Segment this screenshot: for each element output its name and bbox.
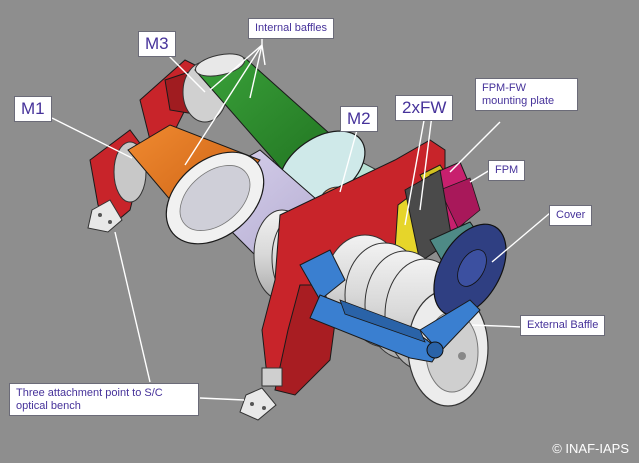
orange-internal-baffle <box>127 124 265 245</box>
external-baffle-label: External Baffle <box>520 315 606 336</box>
callout-lines <box>51 38 551 401</box>
fpm-line <box>469 169 491 183</box>
baffles-line-4 <box>184 44 263 166</box>
m1-label: M1 <box>14 96 52 122</box>
attachment-point-label: Three attachment point to S/C optical be… <box>9 383 199 417</box>
fpm-label: FPM <box>488 160 526 181</box>
cover-label: Cover <box>549 205 593 226</box>
attachment-label-line1: Three attachment point to S/C <box>16 387 163 399</box>
baffles-line-1 <box>209 44 263 91</box>
cover-disc <box>433 223 507 317</box>
fpm-fw-line <box>449 121 501 173</box>
attachment-line-2 <box>199 397 245 401</box>
m2-line <box>339 129 358 193</box>
fw-line-2 <box>419 114 433 211</box>
m2-label: M2 <box>340 106 378 132</box>
baffles-line-2 <box>249 44 263 99</box>
internal-baffles-label: Internal baffles <box>248 18 334 39</box>
m3-label: M3 <box>138 31 176 57</box>
fpm-fw-mounting-plate-label: FPM-FW mounting plate <box>475 78 578 112</box>
two-fw-label: 2xFW <box>395 95 454 121</box>
m1-line <box>51 117 133 159</box>
fw-line-1 <box>404 114 426 226</box>
attachment-label-line2: optical bench <box>16 399 81 412</box>
m3-line <box>164 51 206 93</box>
attachment-foot-bottom <box>239 367 283 421</box>
cover-arm-mechanism <box>299 249 481 363</box>
external-baffle-line <box>471 324 523 328</box>
cover-line <box>491 212 551 263</box>
fpm-fw-label-line2: mounting plate <box>482 94 555 107</box>
copyright-notice: © INAF-IAPS <box>552 441 629 456</box>
baffles-line-3 <box>261 44 266 66</box>
attachment-foot-left <box>87 199 123 233</box>
attachment-line-1 <box>114 231 151 383</box>
fpm-fw-label-line1: FPM-FW <box>482 82 526 94</box>
